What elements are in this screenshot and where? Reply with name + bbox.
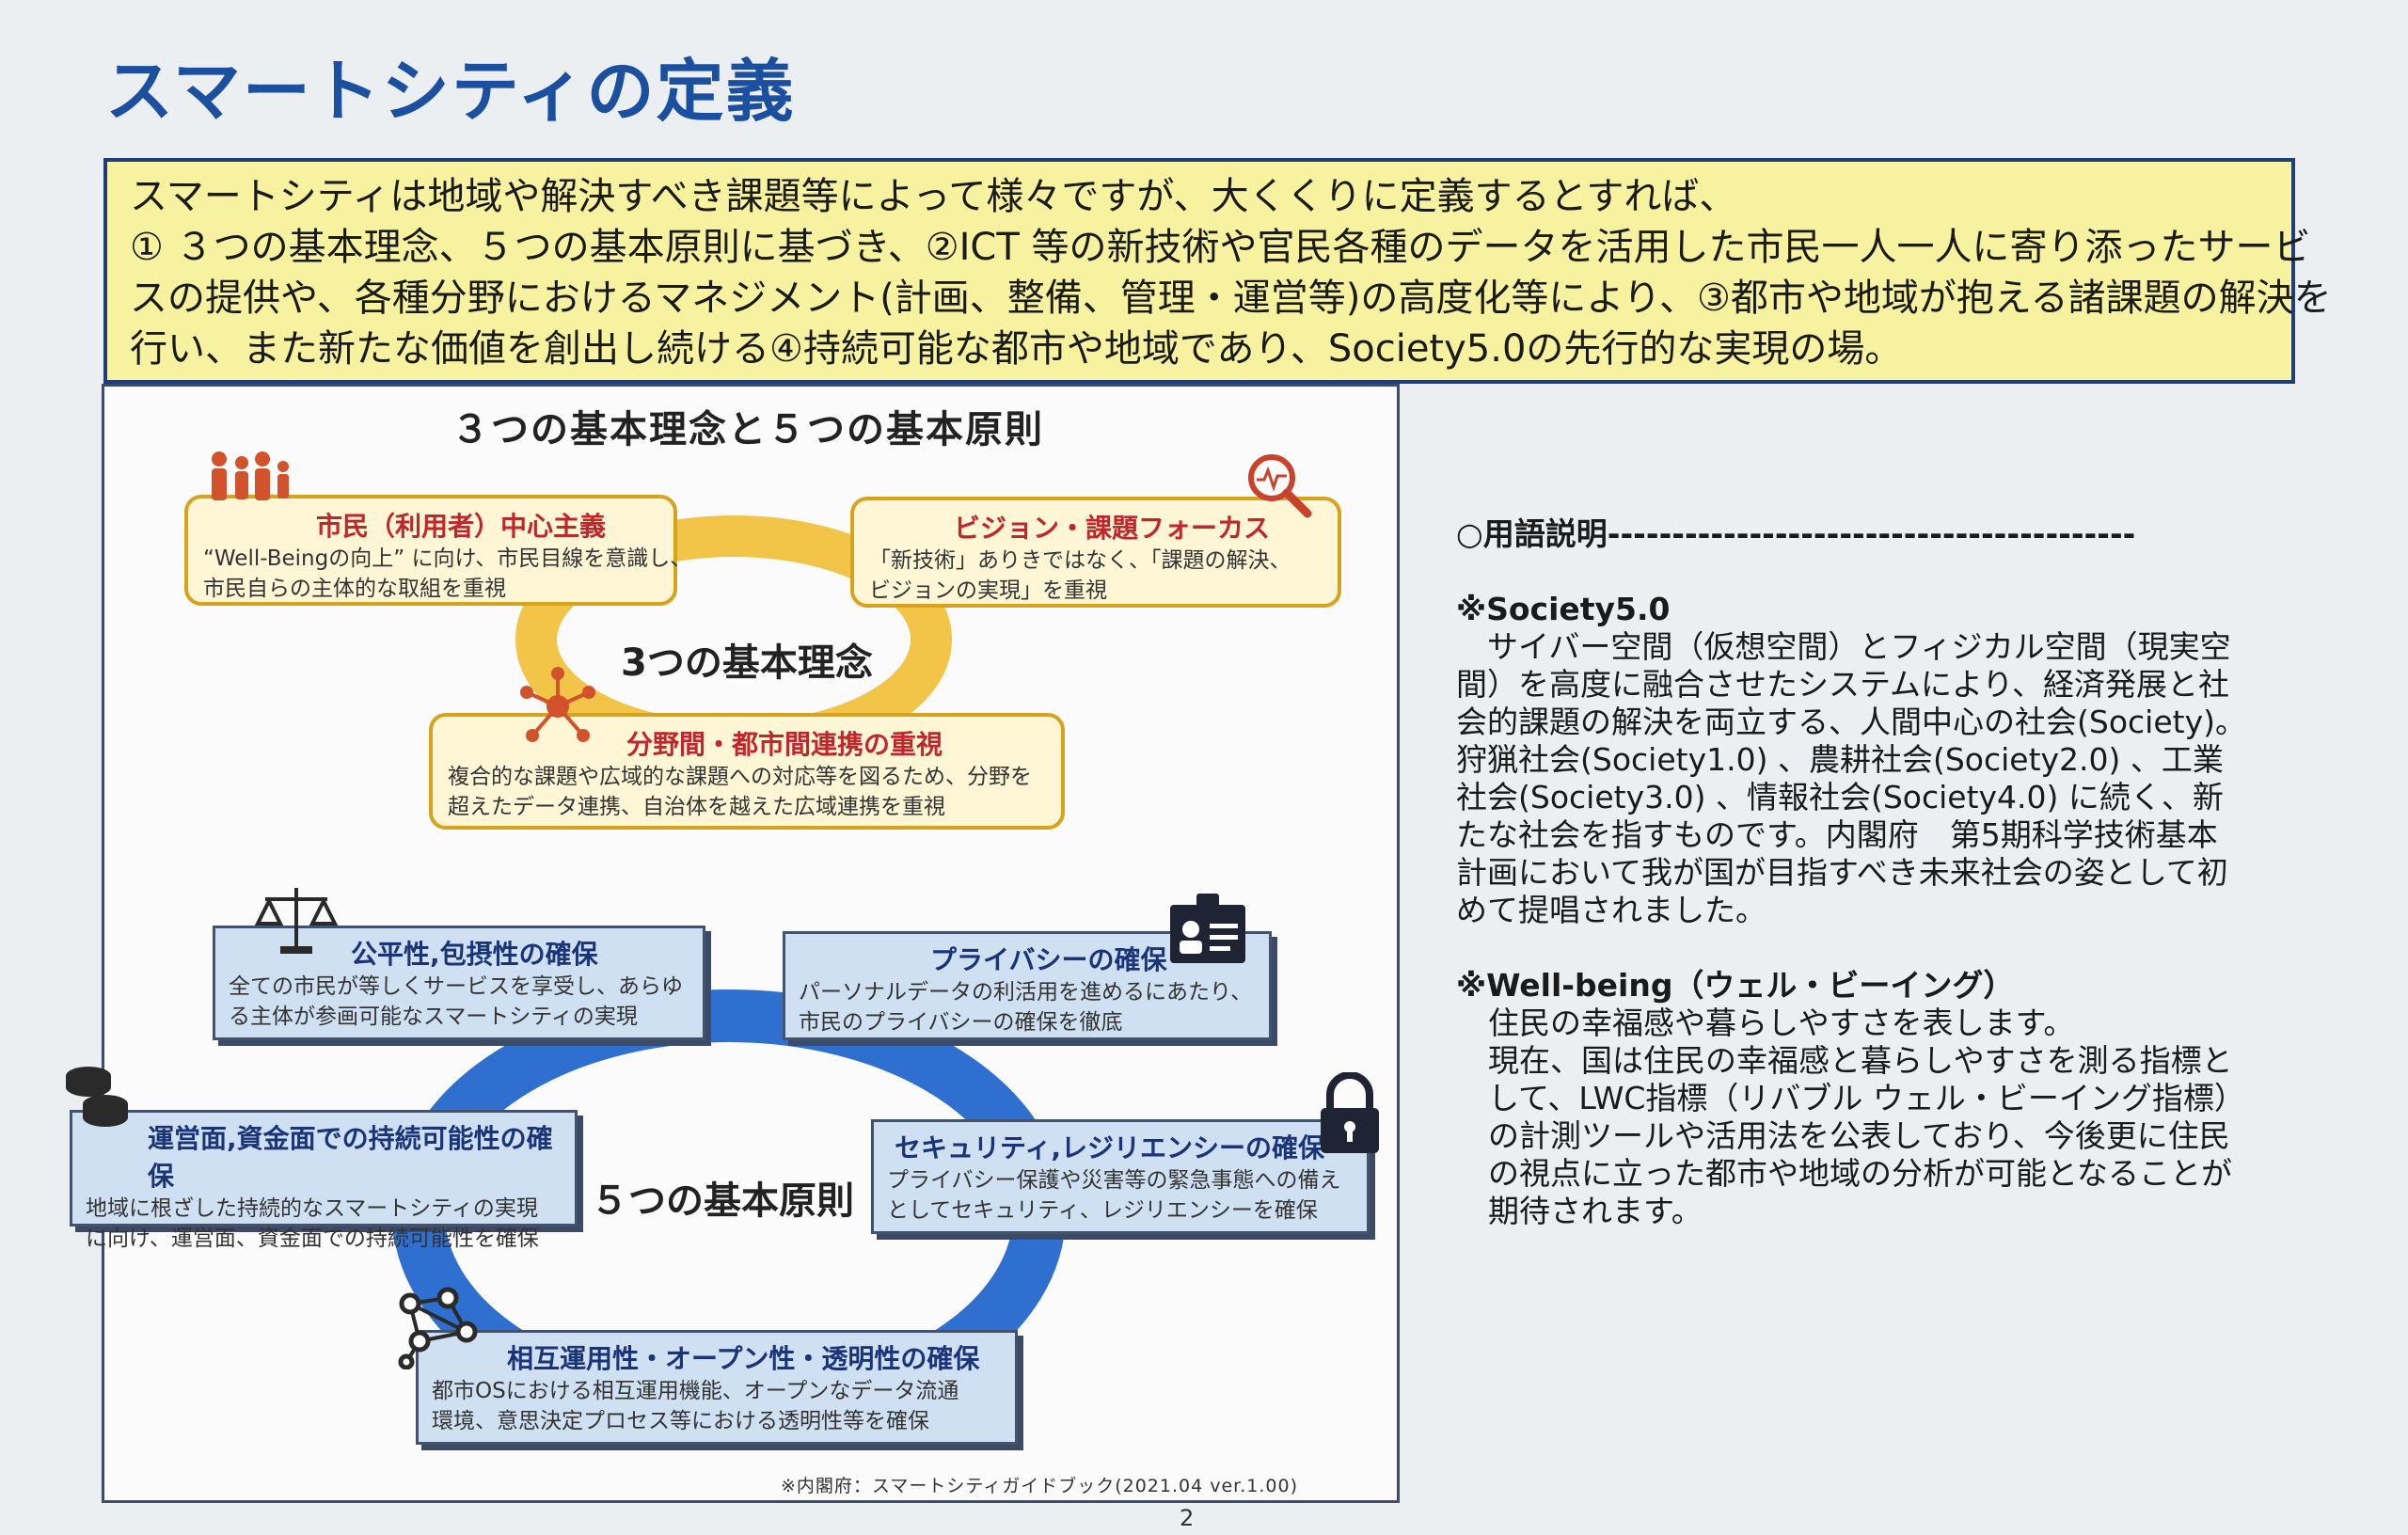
definition-line: ① ３つの基本理念、５つの基本原則に基づき、②ICT 等の新技術や官民各種のデー… <box>130 226 2311 269</box>
definition-line: 行い、また新たな価値を創出し続ける④持続可能な都市や地域であり、Society5… <box>130 327 1903 371</box>
card-text: 「新技術」ありきではなく、「課題の解決、 <box>869 548 1291 573</box>
magnifier-icon <box>1248 454 1312 518</box>
coins-icon <box>66 1067 128 1127</box>
principle-card-security: セキュリティ,レジリエンシーの確保 プライバシー保護や災害等の緊急事態への備え … <box>871 1119 1370 1234</box>
card-text: 地域に根ざした持続的なスマートシティの実現 <box>86 1196 538 1221</box>
glossary-line: 期待されます。 <box>1488 1193 1703 1229</box>
page-title: スマートシティの定義 <box>105 52 796 131</box>
glossary-line: の視点に立った都市や地域の分析が可能となることが <box>1488 1155 2233 1192</box>
glossary-line: 現在、国は住民の幸福感と暮らしやすさを測る指標と <box>1488 1042 2233 1079</box>
card-text: 市民自らの主体的な取組を重視 <box>203 577 506 601</box>
definition-line: スの提供や、各種分野におけるマネジメント(計画、整備、管理・運営等)の高度化等に… <box>130 277 2332 320</box>
source-note: ※内閣府：スマートシティガイドブック(2021.04 ver.1.00) <box>781 1476 1298 1496</box>
card-text: ビジョンの実現」を重視 <box>869 578 1107 603</box>
card-heading: 分野間・都市間連携の重視 <box>626 729 943 760</box>
glossary-society-title: ※Society5.0 <box>1456 591 1671 627</box>
card-text: パーソナルデータの利活用を進めるにあたり、 <box>799 980 1253 1005</box>
card-text: としてセキュリティ、レジリエンシーを確保 <box>887 1198 1318 1223</box>
principle-card-sustainability: 運営面,資金面での持続可能性の確保 地域に根ざした持続的なスマートシティの実現 … <box>70 1110 578 1251</box>
scales-icon <box>254 888 339 954</box>
philosophy-label: 3つの基本理念 <box>621 641 873 685</box>
card-heading: 相互運用性・オープン性・透明性の確保 <box>507 1343 980 1374</box>
card-text: プライバシー保護や災害等の緊急事態への備え <box>887 1168 1341 1193</box>
glossary-line: 狩猟社会(Society1.0) 、農耕社会(Society2.0) 、工業 <box>1456 741 2224 778</box>
principle-card-interoperability: 相互運用性・オープン性・透明性の確保 都市OSにおける相互運用機能、オープンなデ… <box>416 1330 1018 1445</box>
card-heading: セキュリティ,レジリエンシーの確保 <box>895 1132 1324 1163</box>
card-text: “Well-Beingの向上” に向け、市民目線を意識し、 <box>203 546 692 571</box>
card-heading: 市民（利用者）中心主義 <box>316 511 607 542</box>
principle-card-privacy: プライバシーの確保 パーソナルデータの利活用を進めるにあたり、 市民のプライバシ… <box>783 931 1272 1040</box>
glossary-line: めて提唱されました。 <box>1456 892 1766 928</box>
card-text: 環境、意思決定プロセス等における透明性等を確保 <box>432 1409 929 1433</box>
glossary-line: サイバー空間（仮想空間）とフィジカル空間（現実空 <box>1456 628 2231 665</box>
id-card-icon <box>1170 894 1245 963</box>
card-heading: 運営面,資金面での持続可能性の確保 <box>148 1123 553 1192</box>
glossary-line: 計画において我が国が目指すべき未来社会の姿として初 <box>1456 854 2228 891</box>
principles-label: ５つの基本原則 <box>591 1179 854 1223</box>
glossary-heading: ○用語説明-----------------------------------… <box>1456 515 2136 552</box>
glossary-line: たな社会を指すものです。内閣府 第5期科学技術基本 <box>1456 816 2218 853</box>
glossary-line: の計測ツールや活用法を公表しており、今後更に住民 <box>1488 1117 2230 1154</box>
card-heading: プライバシーの確保 <box>930 944 1167 975</box>
network-icon <box>398 1287 478 1369</box>
diagram-title: ３つの基本理念と５つの基本原則 <box>452 408 1044 451</box>
card-heading: ビジョン・課題フォーカス <box>954 513 1271 544</box>
glossary-line: 会的課題の解決を両立する、人間中心の社会(Society)。 <box>1456 704 2246 740</box>
card-text: る主体が参画可能なスマートシティの実現 <box>229 1005 638 1029</box>
page-number: 2 <box>1180 1505 1195 1531</box>
philosophy-card-citizen: 市民（利用者）中心主義 “Well-Beingの向上” に向け、市民目線を意識し… <box>184 495 692 606</box>
card-text: 市民のプライバシーの確保を徹底 <box>799 1010 1123 1035</box>
glossary-line: 住民の幸福感や暮らしやすさを表します。 <box>1488 1005 2075 1041</box>
card-heading: 公平性,包摂性の確保 <box>351 939 598 970</box>
glossary-line: して、LWC指標（リバブル ウェル・ビーイング指標） <box>1488 1080 2245 1116</box>
card-text: 都市OSにおける相互運用機能、オープンなデータ流通 <box>432 1379 959 1403</box>
card-text: 複合的な課題や広域的な課題への対応等を図るため、分野を <box>448 765 1032 789</box>
definition-box: スマートシティは地域や解決すべき課題等によって様々ですが、大くくりに定義するとす… <box>103 158 2332 384</box>
lock-icon <box>1321 1072 1379 1153</box>
people-icon <box>212 451 289 500</box>
card-text: 超えたデータ連携、自治体を越えた広域連携を重視 <box>448 795 945 819</box>
card-text: に向け、運営面、資金面での持続可能性を確保 <box>86 1226 539 1251</box>
card-text: 全ての市民が等しくサービスを享受し、あらゆ <box>229 974 683 999</box>
glossary-wellbeing-title: ※Well-being（ウェル・ビーイング） <box>1456 967 2015 1004</box>
network-hub-icon <box>520 667 595 742</box>
philosophy-card-vision: ビジョン・課題フォーカス 「新技術」ありきではなく、「課題の解決、 ビジョンの実… <box>850 497 1341 608</box>
philosophy-card-collaboration: 分野間・都市間連携の重視 複合的な課題や広域的な課題への対応等を図るため、分野を… <box>429 713 1065 830</box>
glossary-line: 社会(Society3.0) 、情報社会(Society4.0) に続く、新 <box>1456 779 2224 815</box>
glossary: ○用語説明-----------------------------------… <box>1456 515 2303 1230</box>
glossary-line: 間）を高度に融合させたシステムにより、経済発展と社 <box>1456 666 2230 703</box>
definition-line: スマートシティは地域や解決すべき課題等によって様々ですが、大くくりに定義するとす… <box>130 175 1737 218</box>
